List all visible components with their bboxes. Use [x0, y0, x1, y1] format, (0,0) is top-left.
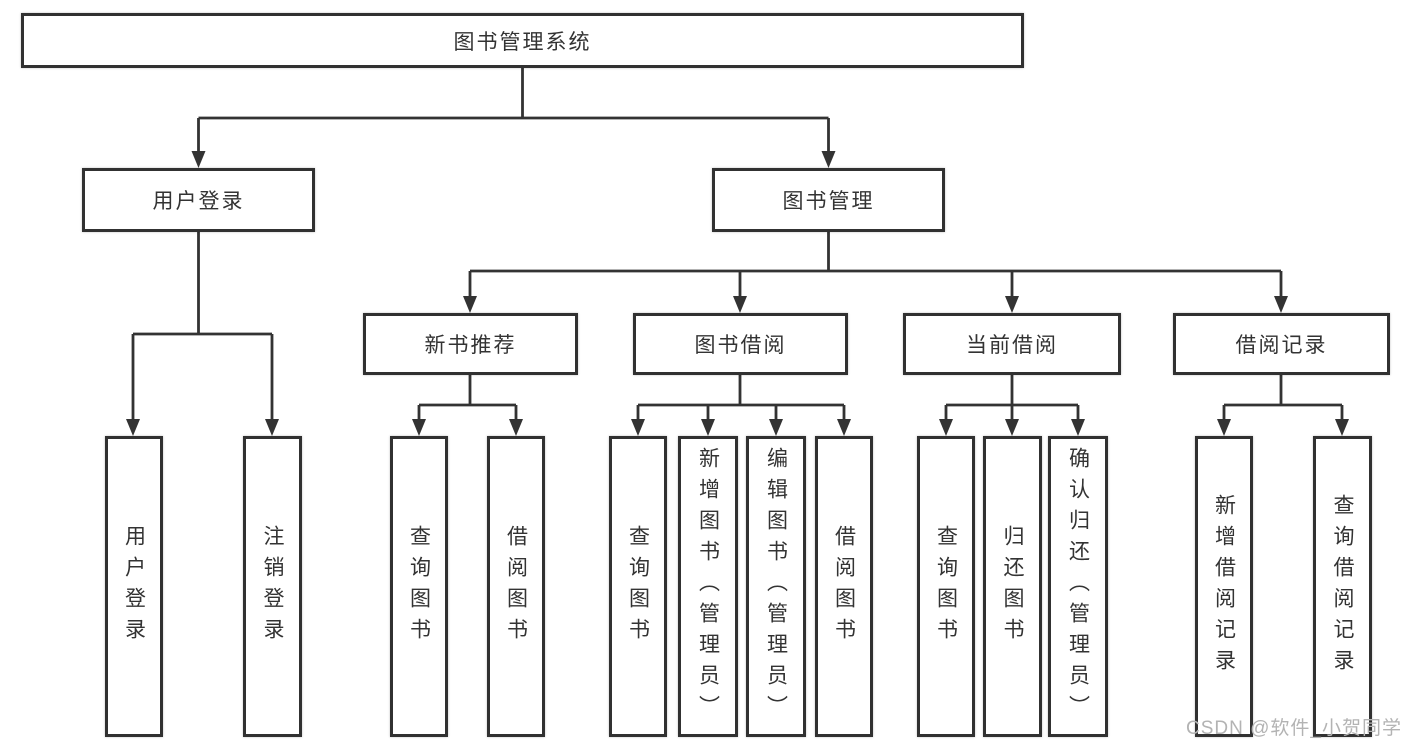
- arrow-down-icon: [412, 419, 426, 436]
- leaf-borrow-add-book-admin: 新增图书（管理员）: [678, 436, 738, 737]
- leaf-borrow-edit-book-admin: 编辑图书（管理员）: [746, 436, 806, 737]
- arrow-down-icon: [733, 296, 747, 313]
- leaf-record-add-borrow-record: 新增借阅记录: [1195, 436, 1253, 737]
- arrow-down-icon: [509, 419, 523, 436]
- csdn-watermark: CSDN @软件_小贺同学: [1186, 718, 1402, 739]
- leaf-label: 确认归还（管理员）: [1066, 447, 1090, 726]
- leaf-borrow-query-book: 查询图书: [609, 436, 667, 737]
- leaf-label: 查询图书: [626, 524, 650, 649]
- arrow-down-icon: [191, 151, 206, 168]
- leaf-current-return-book: 归还图书: [983, 436, 1042, 737]
- leaf-current-query-book: 查询图书: [917, 436, 975, 737]
- arrow-down-icon: [1217, 419, 1231, 436]
- arrow-down-icon: [1005, 296, 1019, 313]
- leaf-recommend-query-book: 查询图书: [390, 436, 448, 737]
- node-root-library-system: 图书管理系统: [21, 13, 1024, 68]
- arrow-down-icon: [769, 419, 783, 436]
- arrow-down-icon: [265, 419, 279, 436]
- leaf-label: 新增借阅记录: [1212, 493, 1236, 680]
- arrow-down-icon: [1005, 419, 1019, 436]
- leaf-label: 借阅图书: [832, 524, 856, 649]
- leaf-label: 查询图书: [934, 524, 958, 649]
- leaf-label: 注销登录: [261, 524, 284, 649]
- arrow-down-icon: [1274, 296, 1288, 313]
- arrow-down-icon: [1335, 419, 1349, 436]
- arrow-down-icon: [1071, 419, 1085, 436]
- node-user-login: 用户登录: [82, 168, 315, 232]
- arrow-down-icon: [701, 419, 715, 436]
- node-book-management: 图书管理: [712, 168, 945, 232]
- arrowheads: [126, 151, 1349, 436]
- arrow-down-icon: [939, 419, 953, 436]
- leaf-label: 借阅图书: [504, 524, 528, 649]
- leaf-label: 新增图书（管理员）: [696, 447, 720, 726]
- leaf-label: 查询图书: [407, 524, 431, 649]
- connector-lines: [131, 68, 1344, 421]
- arrow-down-icon: [631, 419, 645, 436]
- leaf-logout-login: 注销登录: [243, 436, 302, 737]
- arrow-down-icon: [126, 419, 140, 436]
- node-new-book-recommend: 新书推荐: [363, 313, 578, 375]
- leaf-borrow-borrow-book: 借阅图书: [815, 436, 873, 737]
- node-borrow-record: 借阅记录: [1173, 313, 1390, 375]
- leaf-record-query-borrow-record: 查询借阅记录: [1313, 436, 1372, 737]
- leaf-user-login: 用户登录: [105, 436, 163, 737]
- arrow-down-icon: [463, 296, 477, 313]
- arrow-down-icon: [821, 151, 836, 168]
- node-current-borrow: 当前借阅: [903, 313, 1121, 375]
- leaf-label: 编辑图书（管理员）: [764, 447, 788, 726]
- leaf-current-confirm-return-admin: 确认归还（管理员）: [1048, 436, 1108, 737]
- leaf-label: 归还图书: [1001, 524, 1024, 649]
- arrow-down-icon: [837, 419, 851, 436]
- leaf-label: 查询借阅记录: [1331, 493, 1354, 680]
- leaf-label: 用户登录: [122, 524, 146, 649]
- leaf-recommend-borrow-book: 借阅图书: [487, 436, 545, 737]
- node-book-borrow: 图书借阅: [633, 313, 848, 375]
